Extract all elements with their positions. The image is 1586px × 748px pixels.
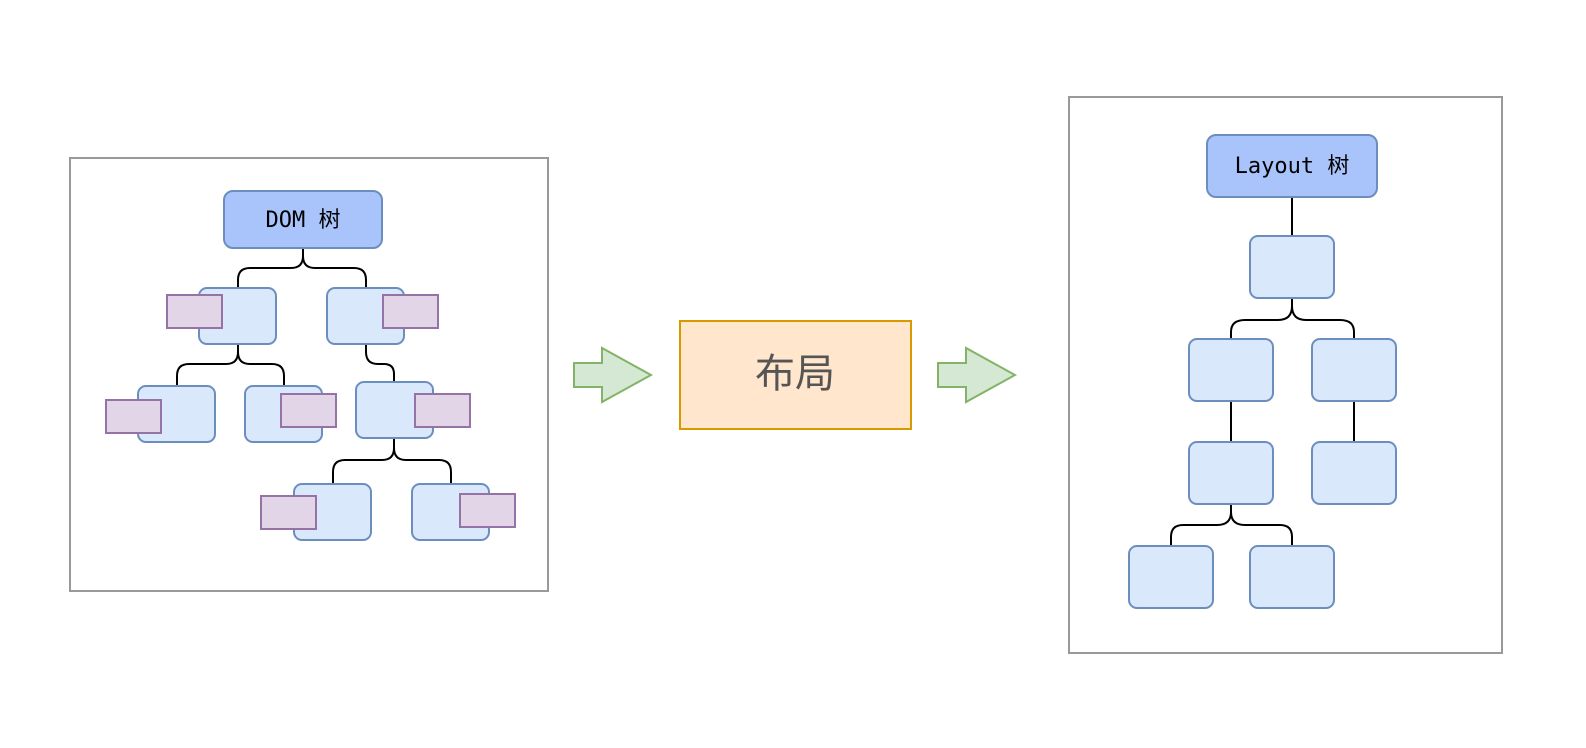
layout-root-label: Layout 树: [1235, 154, 1350, 179]
connector: [1230, 511, 1293, 546]
connector: [176, 344, 239, 386]
connector: [393, 447, 452, 484]
connector: [332, 438, 395, 484]
dom-root-label: DOM 树: [266, 208, 341, 233]
dom-tree-panel: DOM 树: [69, 157, 549, 592]
style-block: [260, 495, 317, 530]
layout-tree-panel: Layout 树: [1068, 96, 1503, 654]
connector: [365, 344, 395, 382]
style-block: [414, 393, 471, 428]
connector: [237, 248, 304, 288]
style-block: [166, 294, 223, 329]
connector: [1170, 504, 1232, 546]
connector: [237, 351, 285, 386]
connector: [1291, 305, 1355, 339]
layout-process-box: 布局: [679, 320, 912, 430]
layout-node: [1188, 441, 1274, 505]
layout-node: [1188, 338, 1274, 402]
layout-tree-connectors: [1170, 197, 1355, 546]
layout-node: [1249, 545, 1335, 609]
right-arrow-icon: [937, 346, 1018, 404]
style-block: [280, 393, 337, 428]
layout-root-node: Layout 树: [1206, 134, 1378, 198]
right-arrow-icon: [573, 346, 654, 404]
layout-node: [1128, 545, 1214, 609]
layout-node: [1311, 441, 1397, 505]
layout-node: [1249, 235, 1335, 299]
dom-root-node: DOM 树: [223, 190, 383, 249]
dom-tree-connectors: [176, 248, 452, 484]
style-block: [382, 294, 439, 329]
layout-node: [1311, 338, 1397, 402]
dom-style-blocks: [105, 294, 516, 530]
connector: [1230, 298, 1293, 339]
layout-tree-nodes: [1128, 235, 1397, 609]
connector: [302, 255, 367, 288]
style-block: [459, 493, 516, 528]
layout-process-label: 布局: [755, 351, 835, 397]
style-block: [105, 399, 162, 434]
